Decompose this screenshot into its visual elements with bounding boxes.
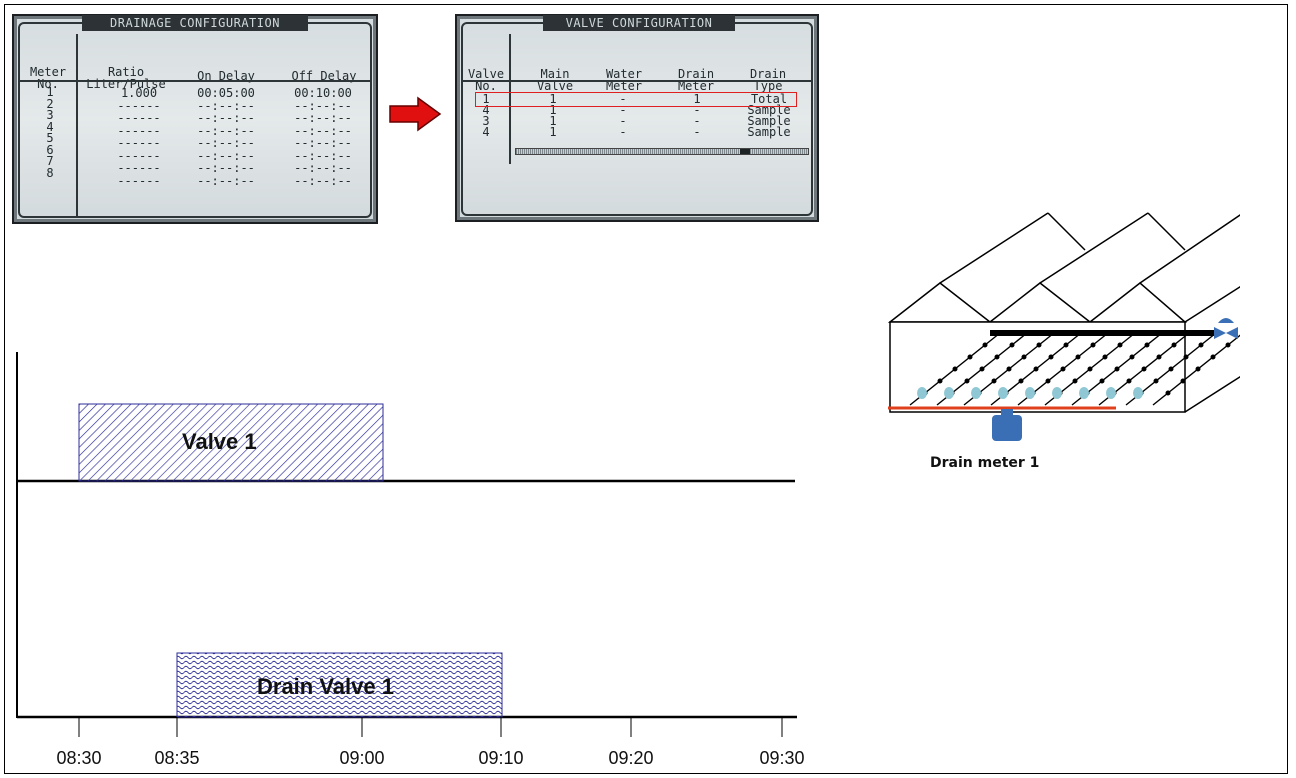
drainage-title: DRAINAGE CONFIGURATION	[82, 15, 308, 31]
dripper-droplet	[944, 387, 954, 399]
emitter-dot	[1117, 342, 1123, 348]
dripper-droplet	[1106, 387, 1116, 399]
drain-valve-1-bar	[176, 652, 503, 718]
tick-label-0910: 09:10	[478, 748, 524, 768]
emitter-dot	[1063, 342, 1069, 348]
column-divider	[76, 34, 78, 216]
red-arrow-icon	[389, 96, 442, 132]
emitter-dot	[1129, 354, 1135, 360]
emitter-dot	[1153, 378, 1159, 384]
emitter-dot	[994, 354, 1000, 360]
drain-meter-column: 1 - - -	[693, 92, 701, 139]
timing-chart	[16, 352, 797, 737]
drain-meter-icon	[992, 409, 1022, 441]
meter-number-column: 1 2 3 4 5 6 7 8	[46, 85, 54, 180]
ratio-column: 1.000 ------ ------ ------ ------ ------…	[117, 86, 161, 188]
column-divider	[509, 34, 511, 164]
water-meter-column: - - - -	[619, 92, 627, 139]
emitter-dot	[937, 378, 943, 384]
horizontal-scrollbar[interactable]	[515, 148, 809, 155]
emitter-dot	[1156, 354, 1162, 360]
dripper-droplet	[971, 387, 981, 399]
emitter-dot	[1180, 378, 1186, 384]
dripper-droplet	[998, 387, 1008, 399]
emitter-dot	[1018, 378, 1024, 384]
main-valve-column: 1 1 1 1	[549, 92, 557, 139]
emitter-dot	[1183, 354, 1189, 360]
dripper-droplet	[1079, 387, 1089, 399]
emitter-dot	[1144, 342, 1150, 348]
valve-title: VALVE CONFIGURATION	[543, 15, 735, 31]
emitter-dot	[1102, 354, 1108, 360]
drain-meter-1-label: Drain meter 1	[930, 455, 1040, 471]
valve-1-label: Valve 1	[182, 429, 257, 454]
emitter-dot	[967, 354, 973, 360]
tick-label-0830: 08:30	[56, 748, 102, 768]
scrollbar-thumb[interactable]	[740, 149, 750, 154]
emitter-dot	[1141, 366, 1147, 372]
drain-type-column: Total Sample Sample Sample	[747, 92, 791, 139]
greenhouse-outline	[887, 212, 1240, 413]
header-rule	[20, 80, 370, 82]
emitter-dot	[1075, 354, 1081, 360]
dripper-droplet	[1133, 387, 1143, 399]
valve-1-bar	[78, 403, 384, 482]
emitter-dot	[991, 378, 997, 384]
emitter-dot	[1195, 366, 1201, 372]
greenhouse-illustration	[887, 212, 1240, 441]
x-tick-marks	[78, 717, 783, 737]
header-rule	[463, 80, 811, 82]
tick-label-0920: 09:20	[608, 748, 654, 768]
emitter-dot	[1225, 342, 1231, 348]
valve-number-column: 1 4 3 4	[482, 92, 490, 139]
header-on-delay: On Delay	[197, 69, 255, 83]
header-off-delay: Off Delay	[291, 69, 357, 83]
emitter-dot	[1045, 378, 1051, 384]
off-delay-column: 00:10:00 --:--:-- --:--:-- --:--:-- --:-…	[294, 86, 352, 188]
emitter-dot	[1126, 378, 1132, 384]
emitter-dot	[1198, 342, 1204, 348]
emitter-dot	[1048, 354, 1054, 360]
emitter-dot	[1072, 378, 1078, 384]
emitter-dot	[1021, 354, 1027, 360]
emitter-dot	[1036, 342, 1042, 348]
emitter-dot	[1087, 366, 1093, 372]
emitter-dot	[952, 366, 958, 372]
emitter-dot	[1006, 366, 1012, 372]
emitter-dot	[1009, 342, 1015, 348]
emitter-dot	[1090, 342, 1096, 348]
tick-label-0835: 08:35	[154, 748, 200, 768]
tick-label-0900: 09:00	[339, 748, 385, 768]
emitter-dot	[979, 366, 985, 372]
emitter-dot	[1168, 366, 1174, 372]
emitter-dot	[964, 378, 970, 384]
drippers	[917, 387, 1143, 399]
emitter-dot	[1210, 354, 1216, 360]
emitter-dot	[1060, 366, 1066, 372]
emitter-dot	[1099, 378, 1105, 384]
selected-row-highlight	[475, 92, 797, 107]
dripper-droplet	[1025, 387, 1035, 399]
dripper-droplet	[1052, 387, 1062, 399]
emitter-dot	[1171, 342, 1177, 348]
emitter-dot	[1165, 390, 1171, 396]
valve-icon	[1214, 318, 1238, 339]
emitter-dot	[1033, 366, 1039, 372]
tick-label-0930: 09:30	[759, 748, 805, 768]
emitter-dot	[982, 342, 988, 348]
dripper-droplet	[917, 387, 927, 399]
on-delay-column: 00:05:00 --:--:-- --:--:-- --:--:-- --:-…	[197, 86, 255, 188]
emitter-dot	[1114, 366, 1120, 372]
figure-frame	[4, 4, 1288, 774]
drain-valve-1-label: Drain Valve 1	[257, 674, 394, 699]
